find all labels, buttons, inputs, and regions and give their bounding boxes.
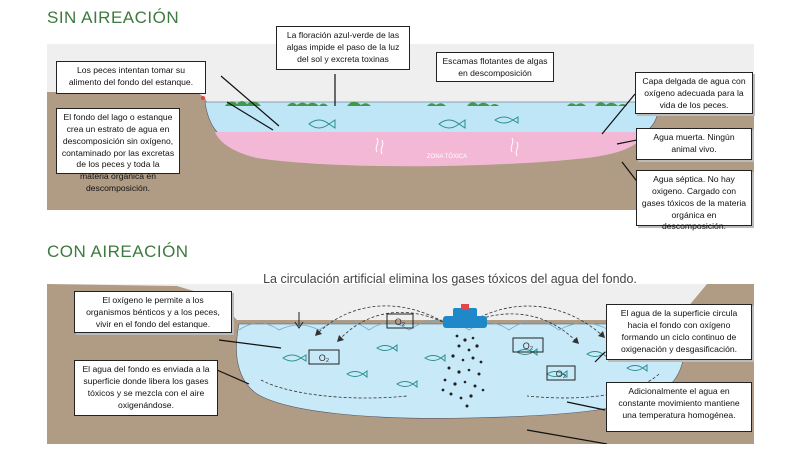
section-title-with-aeration: CON AIREACIÓN xyxy=(47,242,189,261)
aerator-device xyxy=(443,304,487,328)
without-aeration-panel: ZONA TÓXICA xyxy=(47,44,754,210)
callout-bottom-water: El agua del fondo es enviada a la superf… xyxy=(74,360,218,416)
callout-algae-bloom: La floración azul-verde de las algas imp… xyxy=(276,26,410,70)
callout-algae-scum: Escamas flotantes de algas en descomposi… xyxy=(436,52,554,82)
callout-pointers xyxy=(220,74,640,185)
bubble-plume xyxy=(441,334,485,408)
algae-mats xyxy=(225,101,627,106)
marker-dot xyxy=(201,96,205,100)
callout-thin-layer: Capa delgada de agua con oxígeno adecuad… xyxy=(635,72,753,114)
toxic-zone xyxy=(215,132,647,167)
fish-group xyxy=(308,116,519,129)
without-aeration-scene: ZONA TÓXICA xyxy=(47,74,754,210)
callout-oxygen-benthic: El oxígeno le permite a los organismos b… xyxy=(74,291,232,333)
oxygen-boxes xyxy=(308,313,576,381)
o2-label: O₂ xyxy=(319,353,330,363)
callout-septic-water: Agua séptica. No hay oxigeno. Cargado co… xyxy=(636,170,752,231)
callout-surface-circulates: El agua de la superficie circula hacia e… xyxy=(606,304,752,360)
aeration-banner: La circulación artificial elimina los ga… xyxy=(263,272,637,286)
callout-pointers xyxy=(216,339,608,444)
callout-constant-motion: Adicionalmente el agua en constante movi… xyxy=(606,382,752,432)
callout-bottom-layer: El fondo del lago o estanque crea un est… xyxy=(56,108,180,193)
callout-fish-surface: Los peces intentan tomar su alimento del… xyxy=(56,61,206,94)
down-arrow xyxy=(294,312,304,329)
o2-label: O₂ xyxy=(395,317,406,327)
o2-label: O₂ xyxy=(556,369,567,379)
toxic-gas-wisps xyxy=(375,137,519,157)
circulation-arrow-heads xyxy=(315,329,605,344)
toxic-zone-label: ZONA TÓXICA xyxy=(427,153,467,160)
o2-label: O₂ xyxy=(523,341,534,351)
section-title-without-aeration: SIN AIREACIÓN xyxy=(47,8,180,27)
callout-dead-water: Agua muerta. Ningún animal vivo. xyxy=(636,128,752,160)
circulation-arrows xyxy=(260,305,660,399)
